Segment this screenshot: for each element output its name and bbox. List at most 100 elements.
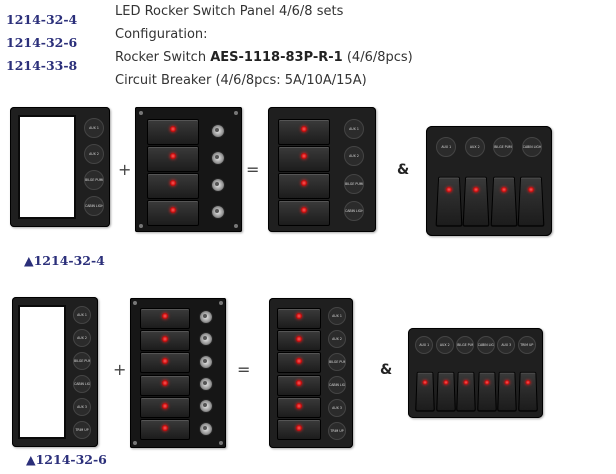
led-icon — [422, 380, 428, 386]
model-link-1214-33-8[interactable]: 1214-33-8 — [6, 58, 78, 73]
rocker-switch — [476, 371, 497, 412]
rocker-slot — [456, 370, 477, 412]
rocker-switch — [415, 371, 436, 412]
ampersand: & — [380, 362, 393, 378]
circuit-breaker-icon — [211, 177, 225, 192]
label-bilge-pump: BILGE PUMP — [456, 336, 475, 354]
rocker-switch — [140, 307, 190, 329]
rocker-slot — [277, 374, 321, 396]
label-cabin-light: CABIN LIGHT — [344, 201, 364, 222]
rocker-slot — [140, 307, 190, 329]
cover-label-column: AUX 1 AUX 2 BILGE PUMP CABIN LIGHT — [82, 115, 106, 219]
rocker-switch — [497, 371, 518, 412]
breaker-column — [194, 306, 218, 440]
rocker-slot — [435, 370, 456, 412]
led-icon — [296, 357, 302, 364]
label-cabin-light: CABIN LIGHT — [328, 375, 346, 394]
rocker-slot — [147, 145, 199, 172]
rocker-slot — [147, 199, 199, 226]
label-cabin-light: CABIN LIGHT — [84, 196, 104, 216]
equals-sign: = — [246, 160, 260, 179]
rocker-column — [147, 117, 199, 226]
rocker-slot — [140, 329, 190, 351]
product-title: LED Rocker Switch Panel 4/6/8 sets — [115, 4, 344, 19]
led-icon — [463, 380, 469, 386]
label-bilge-pump: BILGE PUMP — [73, 351, 91, 370]
screw — [133, 301, 137, 305]
rocker-suffix: (4/6/8pcs) — [342, 50, 413, 65]
rocker-switch — [277, 396, 321, 418]
led-icon — [525, 380, 531, 386]
rocker-slot — [147, 172, 199, 199]
rocker-switch — [140, 419, 190, 441]
label-aux1: AUX 1 — [328, 306, 346, 325]
rocker-switch — [278, 118, 330, 145]
circuit-breaker-icon — [199, 399, 213, 414]
rocker-switch — [277, 419, 321, 441]
label-trim-up: TRIM UP — [328, 421, 346, 440]
screw — [234, 111, 238, 115]
label-aux2: AUX 2 — [464, 137, 485, 157]
equals-sign: = — [237, 360, 251, 379]
rocker-column — [278, 117, 330, 226]
led-icon — [170, 207, 176, 214]
circuit-breaker-icon — [199, 377, 213, 392]
circuit-breaker-icon — [199, 421, 213, 436]
rocker-column — [140, 306, 190, 441]
rocker-switch — [147, 172, 199, 199]
label-aux3: AUX 3 — [328, 398, 346, 417]
rocker-slot — [140, 396, 190, 418]
rocker-model: AES-1118-83P-R-1 — [210, 50, 343, 65]
led-icon — [162, 313, 168, 320]
led-icon — [301, 153, 307, 160]
circuit-breaker-icon — [199, 332, 213, 347]
rocker-switch — [140, 374, 190, 396]
screw — [139, 224, 143, 228]
rocker-slot — [140, 352, 190, 374]
rocker-switch — [140, 396, 190, 418]
rocker-switch — [147, 118, 199, 145]
rocker-prefix: Rocker Switch — [115, 50, 211, 65]
model-link-1214-32-4[interactable]: 1214-32-4 — [6, 12, 78, 27]
label-bilge-pump: BILGE PUMP — [344, 173, 364, 194]
label-row: AUX 1 AUX 2 BILGE PUMP CABIN LIGHT — [432, 136, 546, 158]
led-icon — [296, 424, 302, 431]
rocker-switch — [277, 352, 321, 374]
rocker-switch — [140, 329, 190, 351]
label-aux1: AUX 1 — [436, 137, 457, 157]
rocker-slot — [497, 370, 518, 412]
rocker-switch — [140, 352, 190, 374]
label-cabin-light: CABIN LIGHT — [521, 137, 542, 157]
circuit-breaker-icon — [211, 123, 225, 138]
product-description: LED Rocker Switch Panel 4/6/8 sets Confi… — [115, 2, 605, 94]
label-bilge-pump: BILGE PUMP — [493, 137, 514, 157]
rocker-slot — [277, 329, 321, 351]
switch-plate-image — [130, 298, 226, 448]
plus-sign: + — [113, 360, 127, 379]
label-trim-up: TRIM UP — [517, 336, 536, 354]
label-bilge-pump: BILGE PUMP — [84, 170, 104, 190]
rocker-switch — [278, 199, 330, 226]
circuit-breaker-icon — [211, 150, 225, 165]
rocker-slot — [278, 199, 330, 226]
cover-frame-image: AUX 1 AUX 2 BILGE PUMP CABIN LIGHT AUX 3… — [12, 297, 98, 447]
rocker-switch — [277, 374, 321, 396]
led-icon — [301, 126, 307, 133]
rocker-switch — [277, 307, 321, 329]
screw — [219, 301, 223, 305]
rocker-switch-line: Rocker Switch AES-1118-83P-R-1 (4/6/8pcs… — [115, 48, 605, 71]
label-trim-up: TRIM UP — [73, 420, 91, 439]
label-aux2: AUX 2 — [84, 144, 104, 164]
cover-frame-image: AUX 1 AUX 2 BILGE PUMP CABIN LIGHT — [10, 107, 110, 227]
rocker-switch — [435, 371, 456, 412]
label-aux1: AUX 1 — [415, 336, 434, 354]
rocker-slot — [278, 118, 330, 145]
rocker-slot — [277, 396, 321, 418]
rocker-slot — [278, 145, 330, 172]
landscape-panel-image: AUX 1 AUX 2 BILGE PUMP CABIN LIGHT AUX 3… — [408, 328, 543, 418]
rocker-slot — [476, 370, 497, 412]
led-icon — [170, 153, 176, 160]
plus-sign: + — [118, 160, 132, 179]
model-link-1214-32-6[interactable]: 1214-32-6 — [6, 35, 78, 50]
